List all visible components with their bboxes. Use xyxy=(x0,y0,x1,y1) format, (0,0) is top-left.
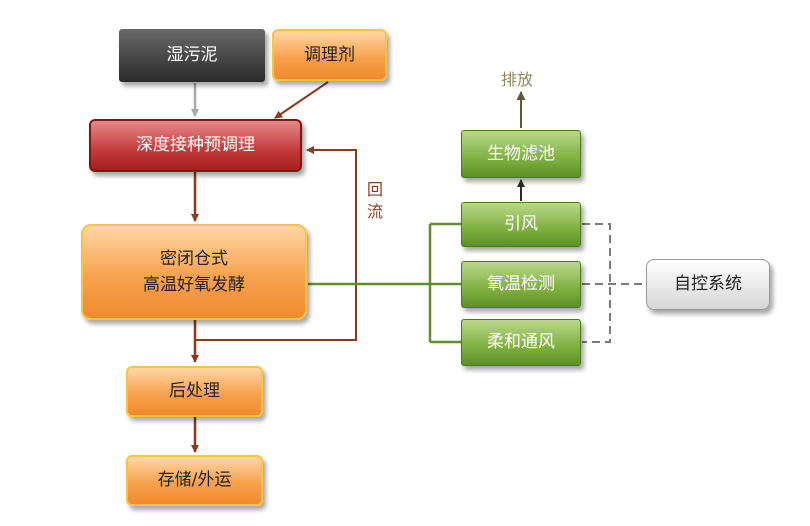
post-treatment-node: 后处理 xyxy=(126,366,263,417)
pretreatment-label: 深度接种预调理 xyxy=(136,135,255,156)
reflux-loop-line xyxy=(195,146,357,341)
reflux-label-char2: 流 xyxy=(367,202,384,221)
control-system-label: 自控系统 xyxy=(674,274,742,295)
conditioner-node: 调理剂 xyxy=(272,29,387,81)
composting-label-line1: 密闭仓式 xyxy=(160,248,228,269)
arrow-conditioner-to-pretreatment xyxy=(274,81,329,119)
wet-sludge-label: 湿污泥 xyxy=(166,45,218,66)
composting-label-line2: 高温好氧发酵 xyxy=(143,275,245,295)
gentle-aeration-label: 柔和通风 xyxy=(487,332,555,353)
oxygen-temp-monitor-label: 氧温检测 xyxy=(487,274,555,295)
storage-node: 存储/外运 xyxy=(126,455,263,506)
post-treatment-label: 后处理 xyxy=(169,381,220,402)
control-system-node: 自控系统 xyxy=(646,259,770,310)
discharge-label: 排放 xyxy=(501,70,534,89)
biofilter-label: 生物滤池 xyxy=(487,143,555,164)
conditioner-label: 调理剂 xyxy=(304,44,355,65)
control-dashed-bracket xyxy=(582,223,611,343)
composting-node: 密闭仓式 高温好氧发酵 xyxy=(81,224,307,320)
pretreatment-node: 深度接种预调理 xyxy=(89,119,302,172)
storage-label: 存储/外运 xyxy=(157,470,232,491)
biofilter-node: 生物滤池 xyxy=(461,130,581,178)
wet-sludge-node: 湿污泥 xyxy=(119,29,265,82)
induced-draft-node: 引风 xyxy=(461,202,581,247)
induced-draft-label: 引风 xyxy=(504,214,538,235)
oxygen-temp-monitor-node: 氧温检测 xyxy=(461,261,581,308)
reflux-label-char1: 回 xyxy=(367,180,384,199)
gentle-aeration-node: 柔和通风 xyxy=(461,319,581,366)
